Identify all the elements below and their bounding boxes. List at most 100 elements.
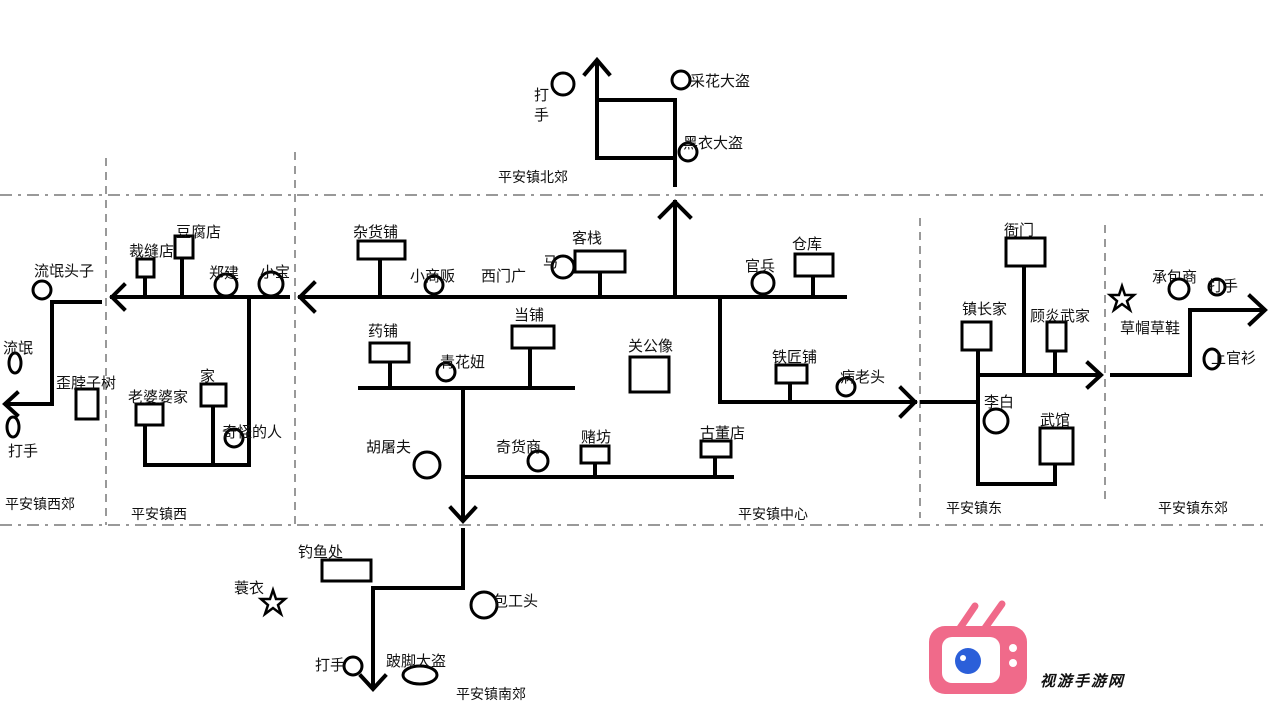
- tv-icon: [929, 600, 1027, 694]
- martial-hall-label: 武馆: [1040, 411, 1070, 429]
- robe-label: 上官衫: [1211, 349, 1256, 367]
- grocery-label: 杂货铺: [353, 223, 398, 241]
- pawnshop-label: 当铺: [514, 306, 544, 324]
- zhengjian-marker[interactable]: [213, 272, 239, 298]
- butcher-marker[interactable]: [412, 450, 442, 480]
- casino-label: 赌坊: [581, 428, 611, 446]
- guan-statue-label: 关公像: [628, 337, 673, 355]
- thug-west-label: 打手: [8, 442, 38, 460]
- horse-label: 马: [543, 253, 558, 271]
- tofu-shop-building[interactable]: [173, 234, 195, 260]
- zone-south-label: 平安镇南郊: [456, 686, 526, 703]
- horse-marker[interactable]: [550, 254, 576, 280]
- gang-leader-marker[interactable]: [31, 279, 53, 301]
- old-man-label: 病老头: [840, 368, 885, 386]
- matchmaker-label: 老婆婆家: [128, 388, 188, 406]
- thug-west-marker[interactable]: [5, 415, 21, 439]
- home-label: 家: [200, 367, 215, 385]
- zone-north-label: 平安镇北郊: [498, 169, 568, 186]
- foreman-marker[interactable]: [469, 590, 499, 620]
- qinghua-label: 青花妞: [440, 353, 485, 371]
- west-paths: [109, 256, 290, 467]
- hooligan-label: 流氓: [3, 339, 33, 357]
- mayor-building[interactable]: [960, 320, 993, 352]
- strange-person-label: 奇怪的人: [222, 423, 282, 441]
- blacksmith-building[interactable]: [774, 363, 809, 385]
- qinghua-marker[interactable]: [435, 361, 457, 383]
- gu-dojo-label: 顾炎武家: [1030, 307, 1090, 325]
- matchmaker-building[interactable]: [134, 402, 165, 427]
- zone-boundaries: [0, 152, 1268, 526]
- zone-west-outskirts-label: 平安镇西郊: [5, 496, 75, 513]
- thug-east-label: 打手: [1208, 277, 1238, 295]
- home-building[interactable]: [199, 382, 228, 408]
- gang-leader-label: 流氓头子: [34, 262, 94, 280]
- raincoat-label: 蓑衣: [234, 579, 264, 597]
- zone-east-outskirts-label: 平安镇东郊: [1158, 500, 1228, 517]
- flower-thief-marker[interactable]: [670, 69, 692, 91]
- bandit-marker[interactable]: [401, 664, 439, 686]
- raincoat-star-icon[interactable]: [257, 586, 289, 618]
- old-man-marker[interactable]: [835, 376, 857, 398]
- zone-west-label: 平安镇西: [131, 507, 187, 523]
- hooligan-marker[interactable]: [7, 351, 23, 375]
- pharmacy-building[interactable]: [368, 341, 411, 364]
- xiaobao-marker[interactable]: [257, 270, 285, 298]
- robe-marker[interactable]: [1202, 347, 1222, 371]
- vendor-label: 小商贩: [410, 267, 455, 285]
- odd-merchant-marker[interactable]: [526, 449, 550, 473]
- pharmacy-label: 药铺: [368, 322, 398, 340]
- thug-south-label: 打手: [315, 656, 345, 674]
- tailor-building[interactable]: [135, 257, 156, 279]
- gu-dojo-building[interactable]: [1045, 320, 1068, 353]
- mayor-label: 镇长家: [962, 300, 1007, 318]
- yamen-building[interactable]: [1004, 236, 1047, 268]
- tailor-label: 裁缝店: [129, 242, 174, 260]
- yamen-label: 衙门: [1004, 221, 1034, 239]
- sandals-star-icon[interactable]: [1106, 282, 1138, 314]
- martial-hall-building[interactable]: [1038, 426, 1075, 466]
- libai-marker[interactable]: [982, 407, 1010, 435]
- inn-label: 客栈: [572, 229, 602, 247]
- antique-label: 古董店: [700, 424, 745, 442]
- watermark-logo: 视游手游网: [929, 600, 1126, 694]
- black-thief-marker[interactable]: [677, 141, 699, 163]
- xiaobao-label: 小宝: [260, 263, 290, 281]
- zone-east-label: 平安镇东: [946, 501, 1002, 517]
- blacksmith-label: 铁匠铺: [772, 348, 817, 366]
- black-thief-label: 黑衣大盗: [683, 134, 743, 152]
- libai-label: 李白: [984, 393, 1014, 411]
- zone-center-label: 平安镇中心: [738, 507, 808, 523]
- thug-south-marker[interactable]: [342, 655, 364, 677]
- zhengjian-label: 郑建: [209, 264, 239, 282]
- pawnshop-building[interactable]: [510, 324, 556, 350]
- grocery-building[interactable]: [356, 239, 407, 261]
- warehouse-building[interactable]: [793, 252, 835, 278]
- tofu-shop-label: 豆腐店: [176, 223, 221, 241]
- east-outskirts-paths: [1110, 293, 1268, 377]
- east-paths: [920, 264, 1104, 486]
- south-paths: [358, 528, 465, 692]
- thug-north-label-a: 打: [534, 86, 549, 104]
- casino-building[interactable]: [579, 444, 611, 465]
- foreman-label: 包工头: [493, 592, 538, 610]
- strange-person-marker[interactable]: [223, 427, 245, 449]
- odd-merchant-label: 奇货商: [496, 438, 541, 456]
- contractor-marker[interactable]: [1167, 277, 1191, 301]
- center-paths: [297, 256, 918, 524]
- bandit-label: 跛脚大盗: [386, 652, 446, 670]
- antique-building[interactable]: [699, 439, 733, 459]
- crooked-tree-marker[interactable]: [74, 387, 100, 421]
- fishing-label: 钓鱼处: [298, 543, 343, 561]
- west-outskirts-paths: [2, 300, 102, 418]
- vendor-marker[interactable]: [423, 274, 445, 296]
- fishing-building[interactable]: [320, 558, 373, 583]
- guan-statue-building[interactable]: [628, 355, 671, 394]
- inn-building[interactable]: [573, 249, 627, 274]
- soldier-label: 官兵: [745, 257, 775, 275]
- watermark-text: 视游手游网: [1040, 672, 1126, 690]
- thug-east-marker[interactable]: [1207, 277, 1227, 297]
- thug-north-marker[interactable]: [550, 71, 576, 97]
- soldier-marker[interactable]: [750, 270, 776, 296]
